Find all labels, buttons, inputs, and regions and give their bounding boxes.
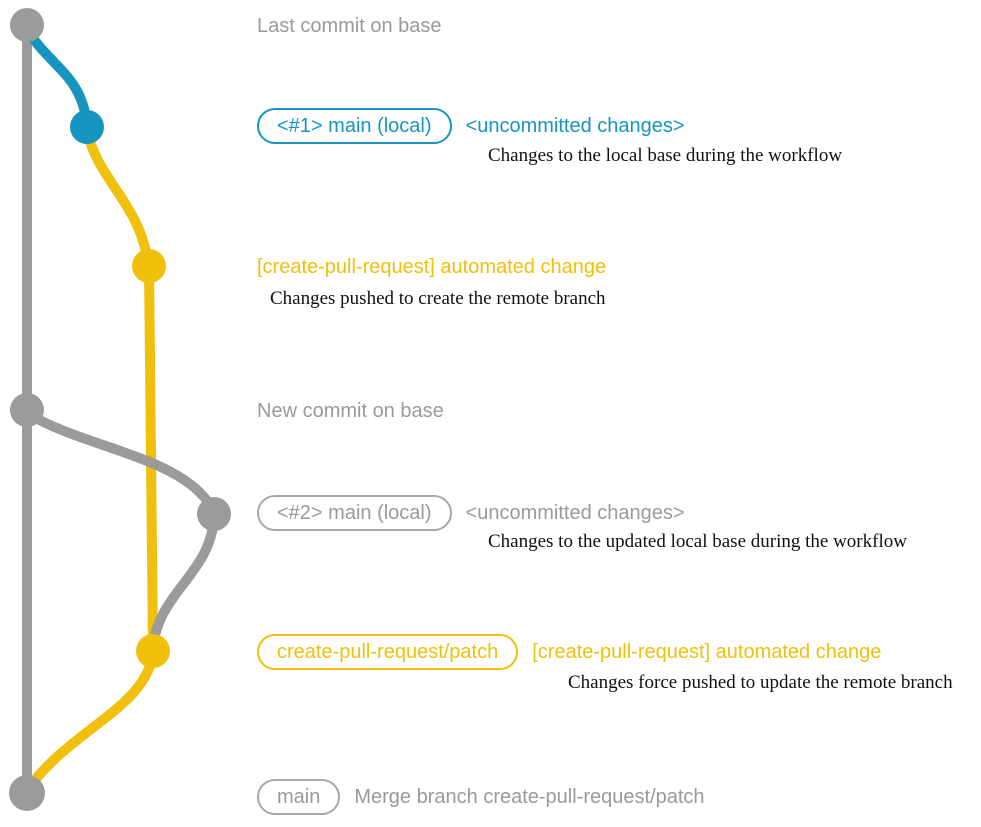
patch-branch-curve-top bbox=[82, 125, 153, 268]
row-base-commit-1: Last commit on base bbox=[257, 13, 442, 39]
base-update-curve bbox=[22, 408, 219, 517]
row-main-local-1: <#1> main (local) <uncommitted changes> bbox=[257, 108, 685, 144]
branch-label-text: create-pull-request/patch bbox=[277, 641, 499, 663]
row-main-local-2: <#2> main (local) <uncommitted changes> bbox=[257, 495, 685, 531]
git-graph bbox=[9, 8, 231, 811]
branch-label-main-local-2: <#2> main (local) bbox=[257, 495, 452, 531]
note-patch-commit-1: Changes pushed to create the remote bran… bbox=[270, 288, 606, 309]
note-patch-commit-2: Changes force pushed to update the remot… bbox=[568, 672, 953, 693]
force-push-curve bbox=[148, 513, 219, 653]
commit-message: <uncommitted changes> bbox=[465, 502, 685, 524]
branch-label-patch: create-pull-request/patch bbox=[257, 634, 519, 670]
commit-dot-main-local-2 bbox=[197, 497, 231, 531]
branch-label-text: <#1> main (local) bbox=[277, 115, 432, 137]
main-local-branch-curve bbox=[22, 25, 92, 130]
patch-branch-line bbox=[144, 261, 158, 653]
commit-message: Last commit on base bbox=[257, 15, 442, 37]
branch-label-main-local-1: <#1> main (local) bbox=[257, 108, 452, 144]
note-main-local-2: Changes to the updated local base during… bbox=[488, 531, 907, 552]
commit-message: New commit on base bbox=[257, 400, 444, 422]
commit-message: <uncommitted changes> bbox=[465, 115, 685, 137]
commit-dot-merge bbox=[9, 775, 45, 811]
branch-label-text: main bbox=[277, 786, 321, 808]
patch-branch-merge-curve bbox=[23, 648, 158, 794]
row-patch-commit-1: [create-pull-request] automated change bbox=[257, 254, 606, 280]
commit-dot-patch-1 bbox=[132, 249, 166, 283]
commit-message: [create-pull-request] automated change bbox=[257, 256, 607, 278]
commit-dot-base-2 bbox=[10, 393, 44, 427]
branch-label-main: main bbox=[257, 779, 341, 815]
row-patch-commit-2: create-pull-request/patch [create-pull-r… bbox=[257, 634, 881, 670]
row-merge-commit: main Merge branch create-pull-request/pa… bbox=[257, 779, 705, 815]
commit-dot-main-local-1 bbox=[70, 110, 104, 144]
commit-message: [create-pull-request] automated change bbox=[532, 641, 882, 663]
commit-dot-patch-2 bbox=[136, 634, 170, 668]
commit-dot-base-1 bbox=[10, 8, 44, 42]
branch-label-text: <#2> main (local) bbox=[277, 502, 432, 524]
row-base-commit-2: New commit on base bbox=[257, 398, 444, 424]
commit-message: Merge branch create-pull-request/patch bbox=[354, 786, 705, 808]
note-main-local-1: Changes to the local base during the wor… bbox=[488, 145, 843, 166]
